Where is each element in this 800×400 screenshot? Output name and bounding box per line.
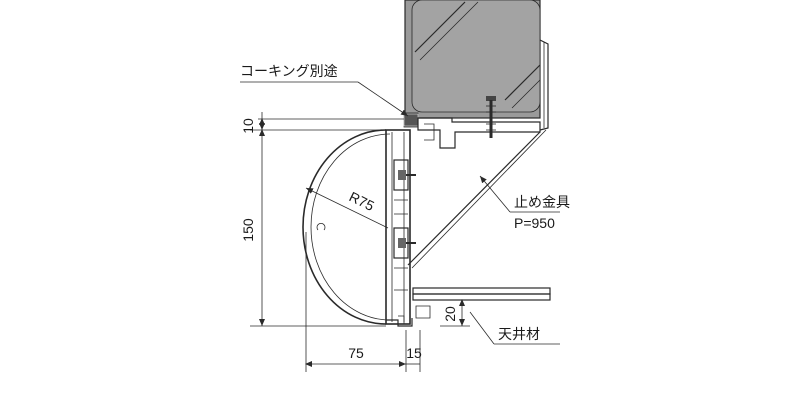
leader-ceiling — [469, 311, 560, 345]
bracket-label: 止め金具 — [514, 194, 570, 210]
dim-top-gap — [250, 112, 404, 136]
top-channel — [417, 117, 541, 149]
dim-bottom — [305, 232, 421, 372]
ceiling-board-top — [412, 287, 551, 295]
dim-radius — [305, 187, 389, 229]
dim-ceiling — [440, 299, 470, 327]
dim-label-75: 75 — [348, 345, 364, 361]
panel-hatch-4 — [511, 79, 541, 109]
caulking-label: コーキング別途 — [240, 63, 338, 79]
bracket-pitch-label: P=950 — [514, 215, 555, 231]
dim-height — [250, 129, 386, 327]
channel-lip — [424, 123, 435, 141]
round-cover — [302, 129, 391, 325]
cover-inner — [310, 133, 391, 321]
ceiling-board-bottom — [412, 293, 551, 301]
panel-hatch-1 — [414, 1, 466, 53]
dim-label-10: 10 — [240, 118, 256, 134]
dim-label-150: 150 — [240, 218, 256, 242]
upper-panel — [404, 0, 549, 131]
main-profile — [385, 129, 416, 327]
screw — [486, 96, 496, 138]
cover-clip — [316, 222, 326, 231]
ceiling-label: 天井材 — [498, 326, 540, 342]
panel-hatch-3 — [504, 64, 541, 101]
bracket-diagonal-inner — [411, 129, 547, 269]
clip-lower-bolt — [398, 238, 406, 248]
ceiling-board — [412, 287, 551, 319]
channel-profile — [417, 117, 541, 149]
profile-foot — [386, 318, 413, 327]
dim-label-20: 20 — [442, 306, 458, 322]
leader-caulking — [240, 81, 409, 117]
profile-outer — [385, 129, 411, 325]
screw-head — [486, 96, 496, 101]
panel-hatch-2 — [419, 1, 479, 61]
panel-inner — [411, 0, 541, 113]
dim-label-15: 15 — [406, 345, 422, 361]
bracket-diagonal — [407, 131, 541, 266]
bracket — [407, 129, 547, 269]
clip-upper-bolt — [398, 170, 406, 180]
cover-outer — [302, 129, 387, 325]
leader-bracket — [479, 175, 560, 213]
